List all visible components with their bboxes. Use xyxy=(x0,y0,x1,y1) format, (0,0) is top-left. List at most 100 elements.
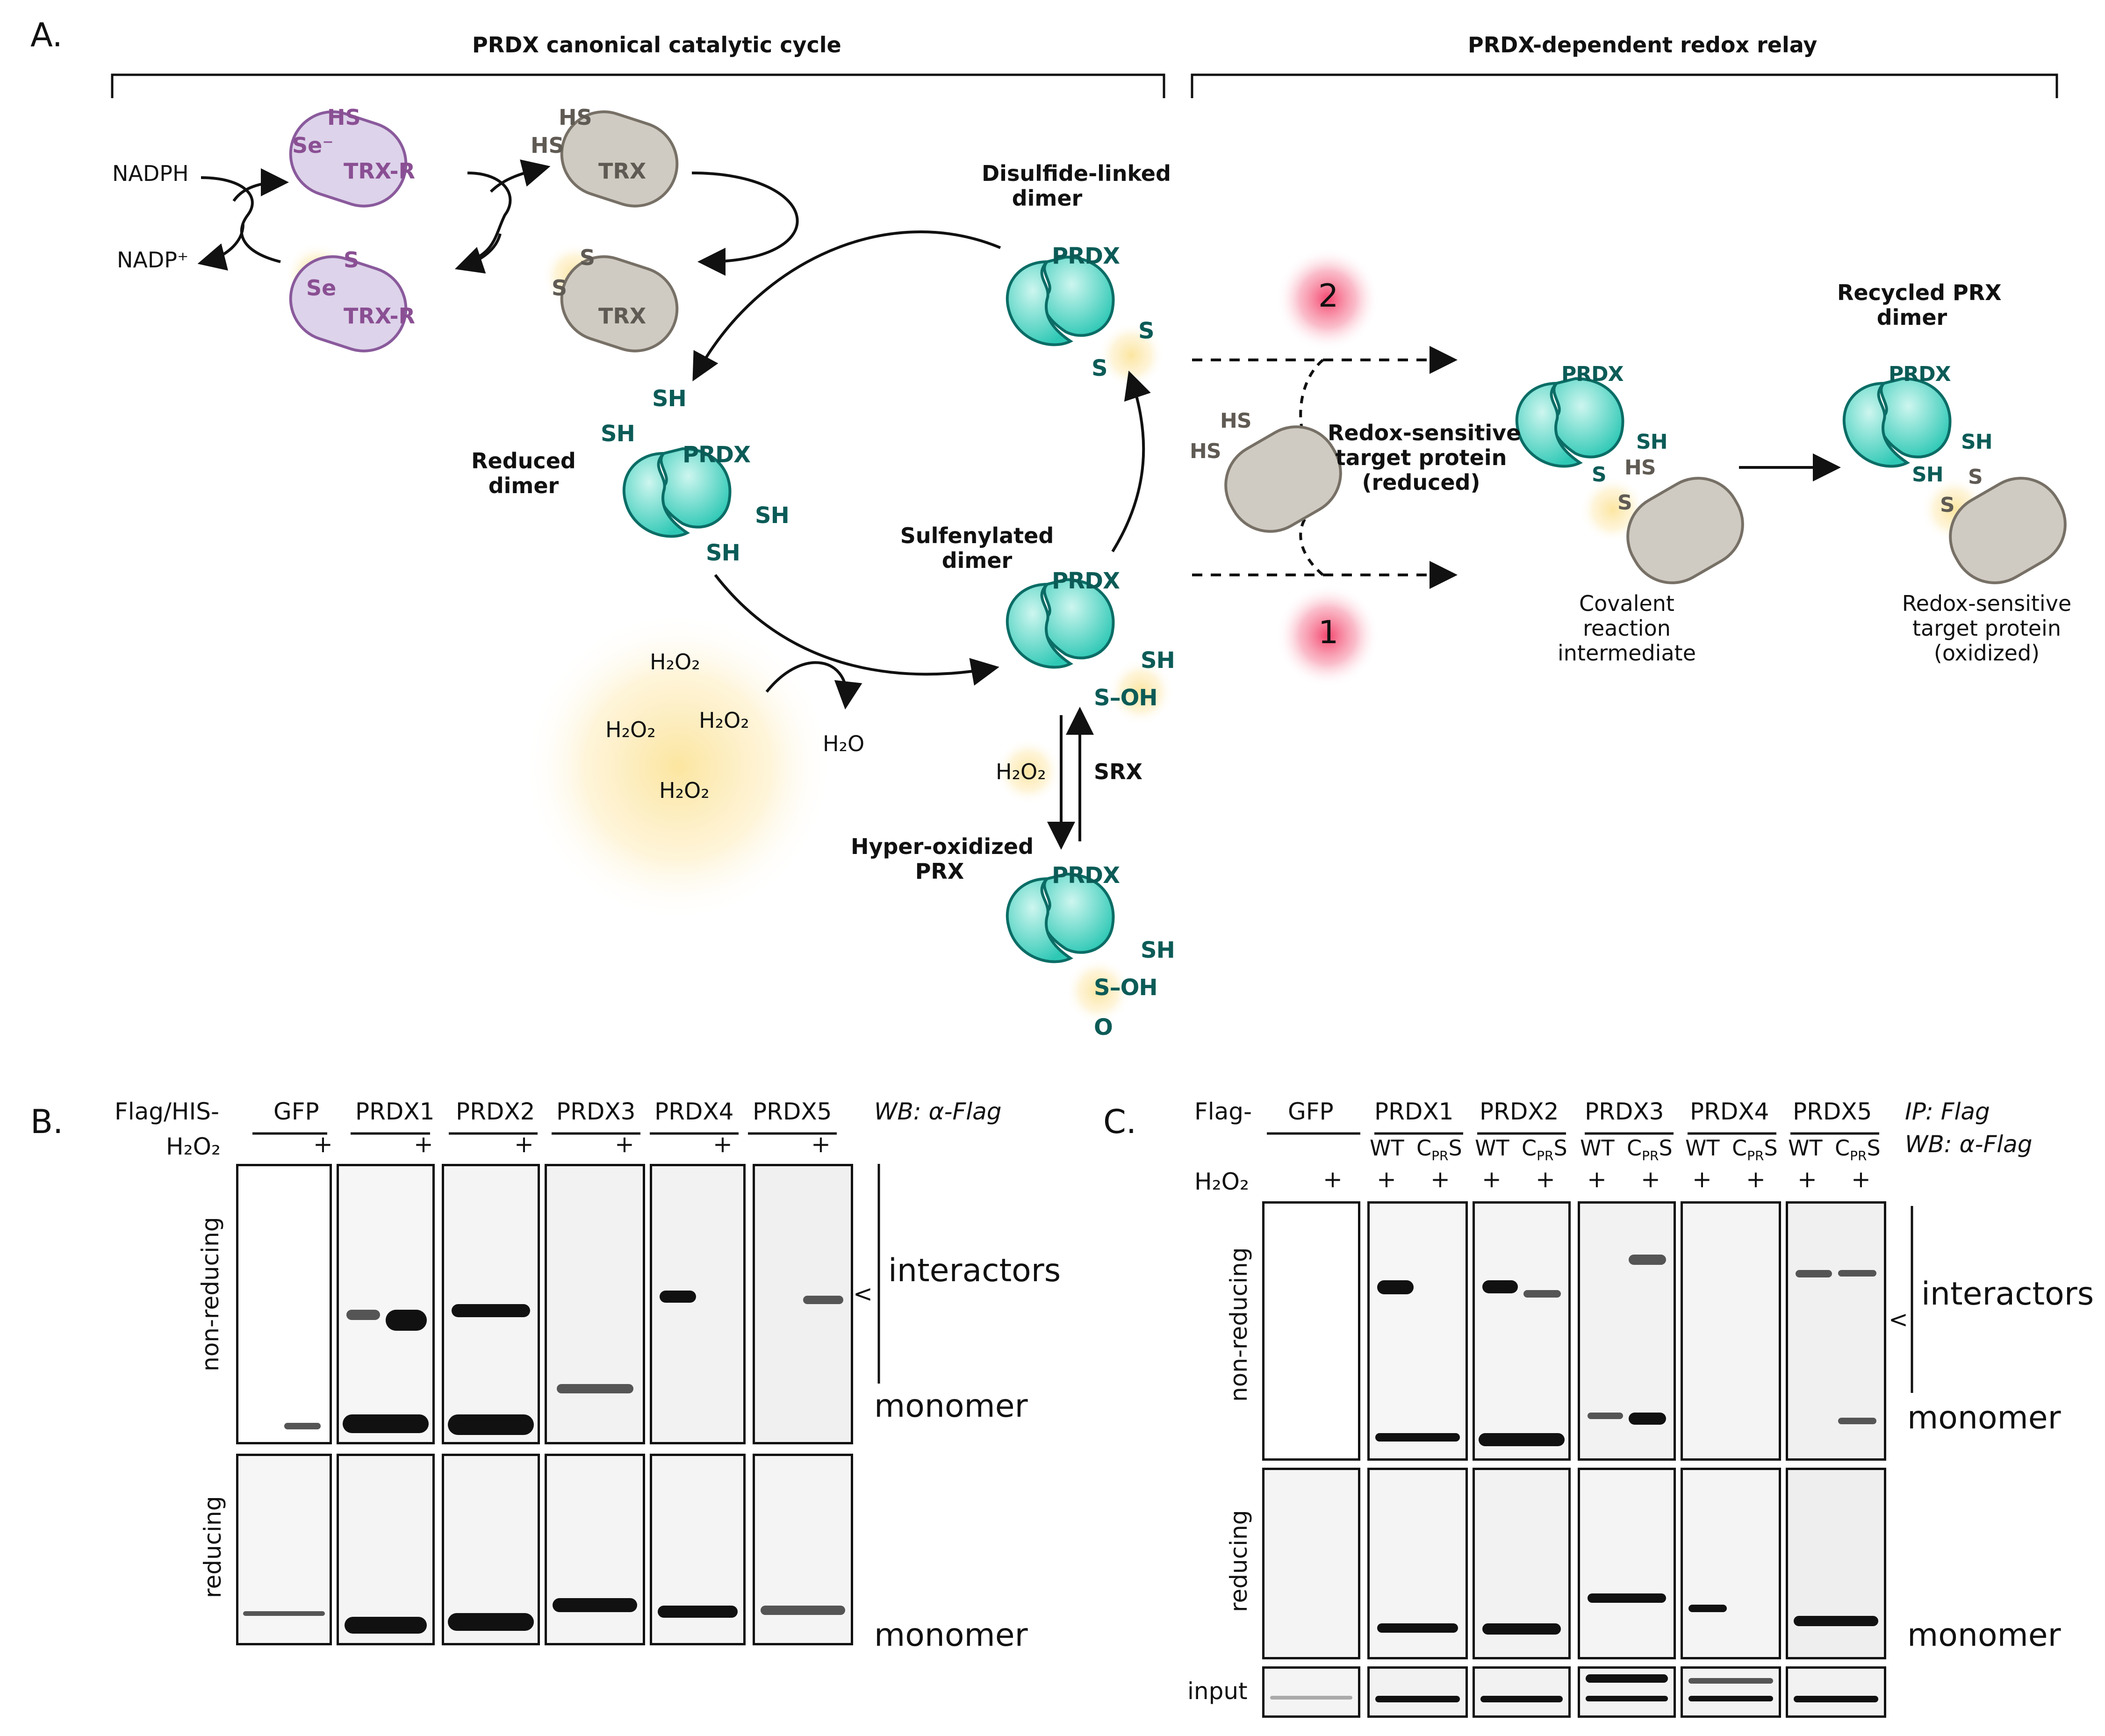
reduced-sh-top: SH xyxy=(652,386,687,412)
blot-band xyxy=(1523,1290,1561,1298)
c-mut-prdx4-s: S xyxy=(1764,1135,1778,1161)
c-blot-prdx3-r xyxy=(1578,1468,1676,1659)
c-blot-prdx3-nr xyxy=(1578,1201,1676,1461)
trx-bottom-label: TRX xyxy=(598,303,647,329)
trxr-se: Se xyxy=(306,275,337,301)
c-blot-prdx2-nr xyxy=(1473,1201,1571,1461)
b-h2o2-label: H₂O₂ xyxy=(166,1133,221,1160)
h2o2-2: H₂O₂ xyxy=(605,717,656,742)
sulfenylated-dimer-label: Sulfenylated dimer xyxy=(898,524,1056,573)
c-lane-prdx3: PRDX3 xyxy=(1585,1098,1664,1125)
covalent-label: Covalent reaction intermediate xyxy=(1557,591,1697,666)
blot-band xyxy=(1688,1605,1727,1612)
c-blot-prdx2-r xyxy=(1473,1468,1571,1659)
b-non-reducing-label: non-reducing xyxy=(197,1217,224,1371)
h2o2-1: H₂O₂ xyxy=(650,649,700,674)
blot-band xyxy=(1588,1412,1623,1419)
trxr-bottom-label: TRX-R xyxy=(344,303,416,329)
b-blot-prdx3-nr xyxy=(545,1164,645,1444)
h2o2-3: H₂O₂ xyxy=(699,708,749,733)
c-wb-label: WB: α-Flag xyxy=(1905,1131,2033,1158)
c-ip-label: IP: Flag xyxy=(1905,1098,1990,1125)
recycled-line1: Recycled PRX xyxy=(1837,280,2002,305)
b-plus-2: + xyxy=(414,1131,433,1158)
c-blot-gfp-r xyxy=(1262,1468,1360,1659)
reduced-sh-bottom: SH xyxy=(706,540,740,566)
covalent-hs: HS xyxy=(1624,456,1656,480)
b-blot-prdx2-r xyxy=(442,1454,540,1645)
blot-band xyxy=(1688,1696,1773,1701)
prdx-reduced-label: PRDX xyxy=(683,442,751,468)
blot-band xyxy=(1588,1593,1666,1603)
c-mut-prdx1-sub: PR xyxy=(1431,1148,1449,1164)
blot-band xyxy=(1586,1696,1668,1701)
b-blot-prdx4-r xyxy=(650,1454,746,1645)
c-lane-prdx2: PRDX2 xyxy=(1480,1098,1559,1125)
c-h2o2-label: H₂O₂ xyxy=(1194,1168,1250,1195)
b-wb-label: WB: α-Flag xyxy=(874,1098,1002,1125)
c-lane-gfp: GFP xyxy=(1288,1098,1334,1125)
c-blot-prdx1-in xyxy=(1367,1666,1468,1718)
b-reducing-label: reducing xyxy=(199,1496,226,1598)
c-monomer-r-label: monomer xyxy=(1907,1617,2061,1654)
blot-band xyxy=(1796,1270,1832,1277)
trxr-s: S xyxy=(344,247,359,273)
b-lane-prdx3: PRDX3 xyxy=(556,1098,636,1125)
c-plus-2: + xyxy=(1377,1166,1396,1193)
c-wt-prdx4: WT xyxy=(1685,1135,1720,1161)
c-mut-prdx3-sub: PR xyxy=(1642,1148,1659,1164)
c-blot-prdx4-r xyxy=(1681,1468,1781,1659)
c-mut-prdx5-c: C xyxy=(1835,1135,1850,1161)
b-lane-prdx2: PRDX2 xyxy=(456,1098,535,1125)
b-plus-3: + xyxy=(514,1131,534,1158)
c-mut-prdx2-s: S xyxy=(1553,1135,1567,1161)
reduced-sh-right: SH xyxy=(755,502,790,529)
blot-band xyxy=(1838,1270,1876,1277)
trx-hs-2: HS xyxy=(531,133,564,158)
c-plus-1: + xyxy=(1323,1166,1343,1193)
reduced-dimer-line1: Reduced xyxy=(471,448,576,473)
target-reduced-line2: target protein xyxy=(1335,445,1507,470)
c-blot-prdx1-nr xyxy=(1367,1201,1468,1461)
sulfenylated-soh: S–OH xyxy=(1094,685,1158,711)
target-hs-1: HS xyxy=(1220,409,1252,433)
blot-band xyxy=(803,1296,843,1305)
prdx-disulfide-label: PRDX xyxy=(1052,243,1120,269)
disulfide-dimer-line1: Disulfide-linked xyxy=(982,161,1171,186)
c-blot-gfp-in xyxy=(1262,1666,1360,1718)
blot-band xyxy=(1629,1412,1666,1425)
trxr-hs: HS xyxy=(327,105,361,130)
c-wt-prdx3: WT xyxy=(1580,1135,1615,1161)
c-plus-7: + xyxy=(1641,1166,1660,1193)
target-oxidized-line1: Redox-sensitive xyxy=(1902,591,2072,616)
c-mut-prdx4-sub: PR xyxy=(1747,1148,1764,1164)
header-redox-relay: PRDX-dependent redox relay xyxy=(1468,32,1818,57)
blot-band xyxy=(448,1613,534,1631)
b-lane-prdx1: PRDX1 xyxy=(355,1098,435,1125)
blot-band xyxy=(1480,1696,1563,1702)
blot-band xyxy=(386,1309,427,1331)
blot-band xyxy=(659,1290,696,1303)
hyperoxidized-sooh: S–OH xyxy=(1094,975,1158,1001)
b-blot-prdx1-nr xyxy=(337,1164,435,1444)
b-blot-prdx1-r xyxy=(337,1454,435,1645)
prdx-hyperoxidized-label: PRDX xyxy=(1052,862,1120,889)
panel-b-blots xyxy=(252,1132,880,1384)
hyperoxidized-line1: Hyper-oxidized xyxy=(851,834,1034,859)
c-blot-prdx4-nr xyxy=(1681,1201,1781,1461)
hyperoxidized-o: O xyxy=(1094,1014,1113,1040)
blot-band xyxy=(1586,1674,1668,1683)
blot-band xyxy=(448,1414,534,1435)
recycled-label: Recycled PRX dimer xyxy=(1837,280,2002,330)
blot-band xyxy=(1838,1417,1876,1424)
b-row-tag: Flag/HIS- xyxy=(115,1098,219,1125)
sulfenylated-sh: SH xyxy=(1141,647,1175,674)
trx-s-1: S xyxy=(580,245,596,270)
b-lane-prdx5: PRDX5 xyxy=(753,1098,832,1125)
blot-band xyxy=(284,1422,321,1429)
blot-band xyxy=(345,1617,427,1634)
recycled-line2: dimer xyxy=(1876,304,1947,330)
srx-label: SRX xyxy=(1094,759,1143,784)
blot-band xyxy=(1629,1255,1666,1265)
c-wt-prdx2: WT xyxy=(1475,1135,1509,1161)
